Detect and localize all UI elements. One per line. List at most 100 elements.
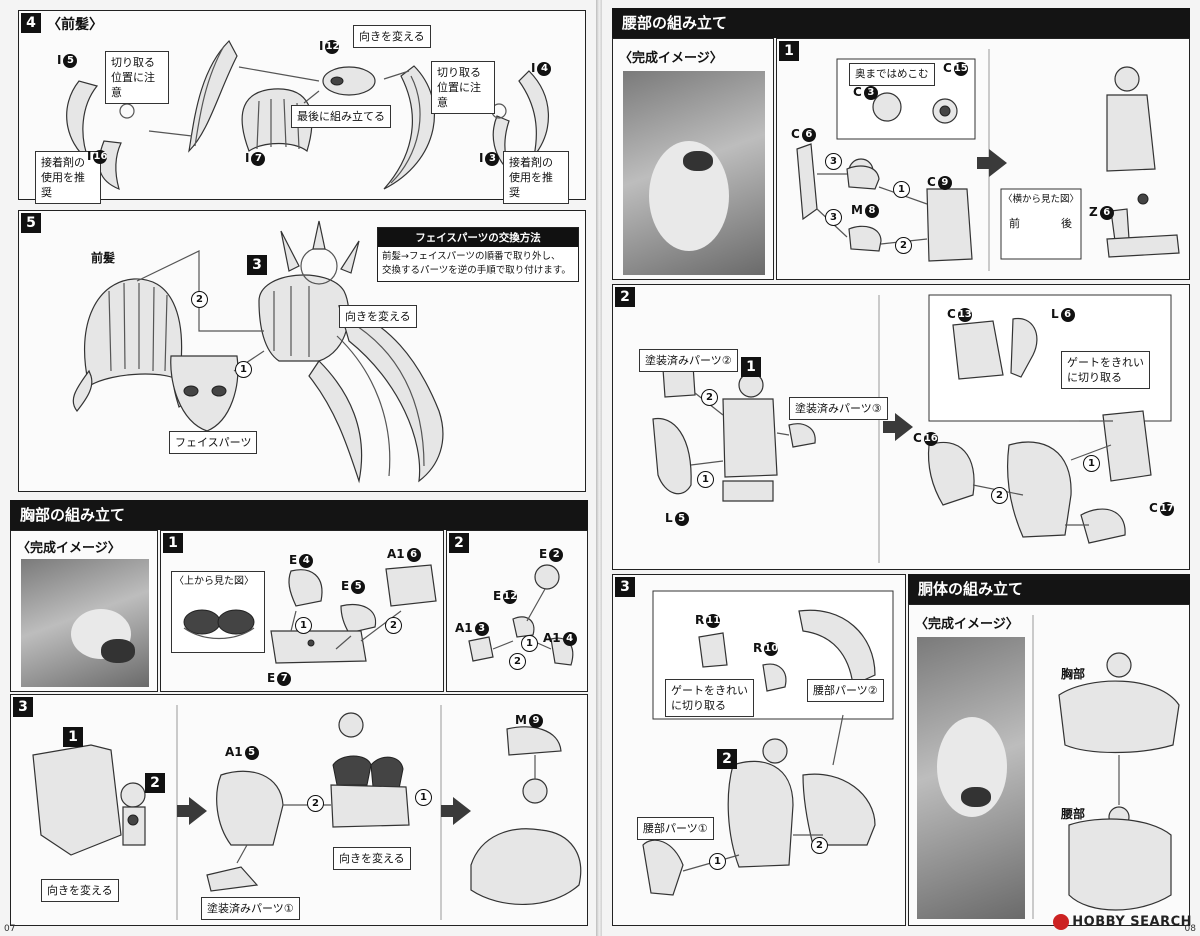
sub-part-1: 1 (741, 357, 761, 377)
order-marker-1: 1 (709, 853, 726, 870)
hobby-search-logo-icon (1053, 914, 1070, 930)
label-waist: 腰部 (1061, 807, 1086, 821)
top-view-box: 〈上から見た図〉 (171, 571, 265, 653)
face-swap-note: フェイスパーツの交換方法 前髪→フェイスパーツの順番で取り外し、 交換するパーツ… (377, 227, 579, 282)
cut-position-note-right: 切り取る 位置に注意 (431, 61, 495, 114)
order-marker-2: 2 (811, 837, 828, 854)
order-marker-1: 1 (295, 617, 312, 634)
label-painted-part-3: 塗装済みパーツ③ (789, 397, 888, 420)
order-marker-1: 1 (415, 789, 432, 806)
image-title: 〈完成イメージ〉 (17, 541, 121, 556)
step5-frame: 5 前髪 3 向きを (18, 210, 586, 492)
order-marker-2: 2 (509, 653, 526, 670)
order-marker-2: 2 (307, 795, 324, 812)
page-number: 07 (4, 924, 16, 934)
book-gutter (596, 0, 604, 936)
top-view-label: 〈上から見た図〉 (174, 576, 254, 587)
torso-assembly-illustration (1032, 615, 1180, 919)
chest-step3-illustration (32, 705, 582, 920)
next-arrow-1 (177, 797, 207, 825)
step-number: 5 (21, 213, 41, 233)
sub-step-three: 3 (247, 255, 267, 275)
gate-trim-note: ゲートをきれい に切り取る (1061, 351, 1150, 389)
label-waist-part-2: 腰部パーツ② (807, 679, 884, 702)
glue-recommend-note-left: 接着剤の 使用を推奨 (35, 151, 101, 204)
label-chest: 胸部 (1061, 667, 1086, 681)
cut-position-note-left: 切り取る 位置に注意 (105, 51, 169, 104)
right-page: 腰部の組み立て 〈完成イメージ〉 1 (602, 0, 1200, 936)
label-waist-part-1: 腰部パーツ① (637, 817, 714, 840)
chest-section-banner: 胸部の組み立て (10, 500, 588, 530)
glue-recommend-note-right: 接着剤の 使用を推奨 (503, 151, 569, 204)
sub-part-2: 2 (717, 749, 737, 769)
step-number: 3 (615, 577, 635, 597)
rotate-note-2: 向きを変える (333, 847, 411, 870)
torso-frame: 〈完成イメージ〉 胸部 腰部 (908, 604, 1190, 926)
chest-image-frame: 〈完成イメージ〉 (10, 530, 158, 692)
step-number: 1 (163, 533, 183, 553)
order-marker-2: 2 (191, 291, 208, 308)
order-marker-3a: 3 (825, 153, 842, 170)
label-face-parts: フェイスパーツ (169, 431, 258, 454)
step-title: 〈前髪〉 (47, 17, 103, 33)
gate-trim-note: ゲートをきれい に切り取る (665, 679, 754, 717)
watermark: HOBBY SEARCH (1053, 914, 1192, 930)
step-number: 2 (615, 287, 635, 307)
next-arrow-2 (441, 797, 471, 825)
order-marker-2a: 2 (701, 389, 718, 406)
sub-part-2: 2 (145, 773, 165, 793)
side-view-label: 〈横から見た図〉 (1003, 194, 1080, 205)
label-painted-part-2: 塗装済みパーツ② (639, 349, 738, 372)
face-swap-note-title: フェイスパーツの交換方法 (378, 228, 578, 247)
waist-image-frame: 〈完成イメージ〉 (612, 38, 774, 280)
page-number: 08 (1184, 924, 1196, 934)
order-marker-1b: 1 (1083, 455, 1100, 472)
order-marker-1: 1 (893, 181, 910, 198)
head-assembly-illustration (72, 220, 444, 484)
torso-completed-photo (917, 637, 1025, 919)
face-swap-note-body: 前髪→フェイスパーツの順番で取り外し、 交換するパーツを逆の手順で取り付けます。 (382, 251, 571, 276)
label-painted-part-1: 塗装済みパーツ① (201, 897, 300, 920)
order-marker-3b: 3 (825, 209, 842, 226)
next-arrow (883, 413, 913, 441)
order-marker-1: 1 (235, 361, 252, 378)
chest-step2-illustration (468, 564, 574, 666)
step-number: 2 (449, 533, 469, 553)
chest-step1-illustration (270, 564, 437, 664)
assemble-last-note: 最後に組み立てる (291, 105, 391, 128)
front-label: 前 (1009, 217, 1020, 230)
image-title: 〈完成イメージ〉 (915, 617, 1019, 632)
waist-step1-illustration (796, 49, 1180, 271)
waist-completed-photo (623, 71, 765, 275)
order-marker-1a: 1 (697, 471, 714, 488)
